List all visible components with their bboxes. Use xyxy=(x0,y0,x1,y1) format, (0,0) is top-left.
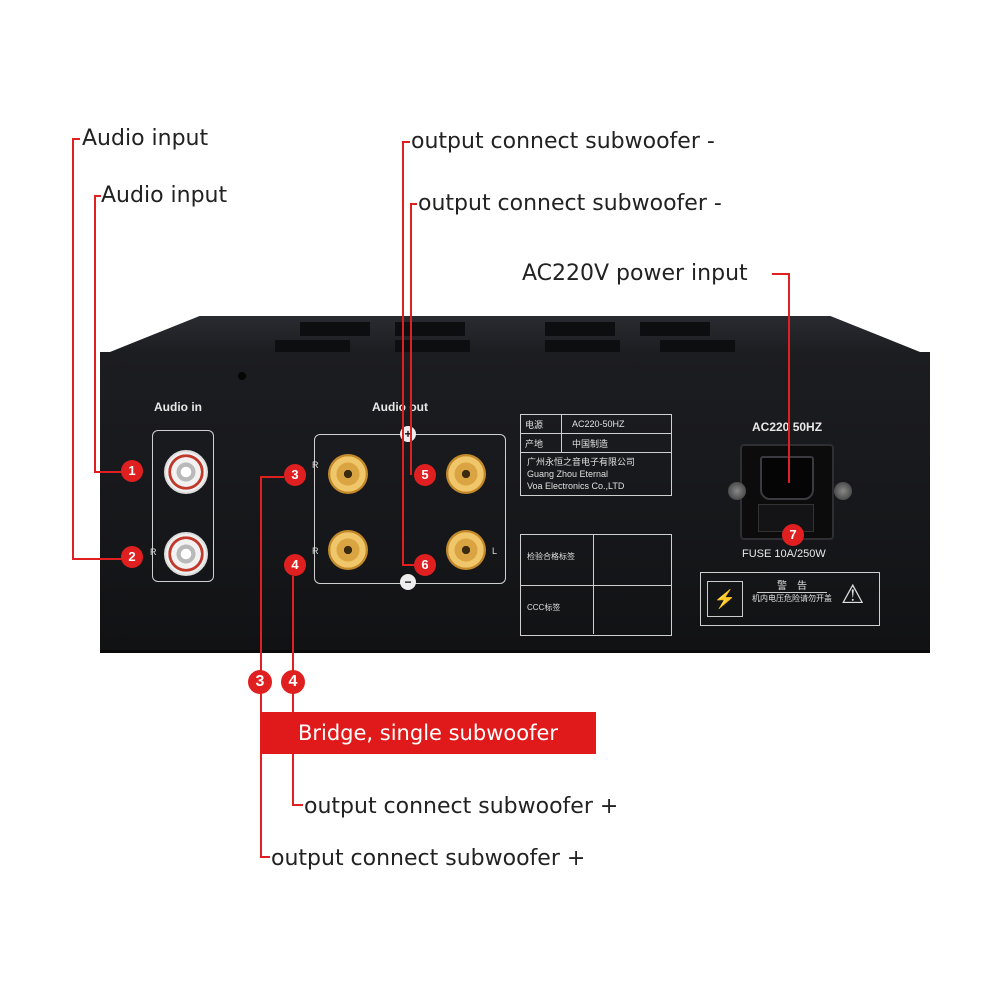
bridge-marker-3: 3 xyxy=(248,670,272,694)
audio-in-frame xyxy=(152,430,214,582)
speaker-terminal-6[interactable] xyxy=(446,530,486,570)
leader-line xyxy=(402,564,414,566)
audio-in-label: Audio in xyxy=(154,400,202,414)
leader-line xyxy=(410,203,417,205)
terminal-l-label: L xyxy=(492,546,498,556)
vent-slot xyxy=(275,340,350,354)
nameplate-maker-en-1: Guang Zhou Eternal xyxy=(527,469,609,479)
leader-line xyxy=(788,273,790,483)
warning-right-icon: ⚠ xyxy=(841,579,865,609)
qc-label: 检验合格标签 xyxy=(521,535,594,585)
vent-slot xyxy=(300,322,370,336)
fuse-label: FUSE 10A/250W xyxy=(742,548,826,560)
ac-label: AC220 50HZ xyxy=(752,420,823,434)
rca-r-label: R xyxy=(150,547,157,557)
leader-line xyxy=(410,203,412,475)
plus-symbol: + xyxy=(400,426,416,442)
callout-output-plus-2: output connect subwoofer + xyxy=(271,846,586,871)
badge-6: 6 xyxy=(414,554,436,576)
mount-screw-right xyxy=(834,482,852,500)
terminal-r-label: R xyxy=(312,460,319,470)
badge-7: 7 xyxy=(782,524,804,546)
badge-3: 3 xyxy=(284,464,306,486)
vent-slot xyxy=(545,340,620,354)
vent-slot xyxy=(545,322,615,336)
amplifier-rear-panel: Audio in Audio out R + − R R L 1 2 3 4 5… xyxy=(100,352,930,653)
leader-line xyxy=(292,804,303,806)
leader-line xyxy=(260,856,270,858)
speaker-terminal-3[interactable] xyxy=(328,454,368,494)
leader-line xyxy=(260,476,262,858)
nameplate-maker-en-2: Voa Electronics Co.,LTD xyxy=(527,481,625,491)
power-socket[interactable] xyxy=(760,456,814,500)
warning-title: 警 告 xyxy=(757,577,827,593)
leader-line xyxy=(260,476,284,478)
nameplate-origin-value: 中国制造 xyxy=(572,438,609,449)
nameplate-maker-cn: 广州永恒之音电子有限公司 xyxy=(527,457,636,467)
callout-output-minus-2: output connect subwoofer - xyxy=(418,191,722,216)
warning-text: 机内电压危险请勿开盖 xyxy=(752,594,832,603)
badge-5: 5 xyxy=(414,464,436,486)
speaker-terminal-5[interactable] xyxy=(446,454,486,494)
vent-slot xyxy=(395,322,465,336)
amplifier-top xyxy=(100,316,930,356)
warning-left-icon: ⚡ xyxy=(707,581,743,617)
callout-output-minus-1: output connect subwoofer - xyxy=(411,129,715,154)
nameplate-origin-key: 产地 xyxy=(521,434,562,452)
nameplate: 电源 AC220-50HZ 产地中国制造 广州永恒之音电子有限公司 Guang Z… xyxy=(520,414,672,496)
screw-hole xyxy=(238,372,246,380)
rca-jack-left-input[interactable] xyxy=(164,450,208,494)
leader-line xyxy=(402,141,410,143)
leader-line xyxy=(402,141,404,566)
minus-symbol: − xyxy=(400,574,416,590)
speaker-terminal-4[interactable] xyxy=(328,530,368,570)
callout-power-input: AC220V power input xyxy=(522,261,748,286)
mount-screw-left xyxy=(728,482,746,500)
warning-plate: ⚡ 警 告 机内电压危险请勿开盖 ⚠ xyxy=(700,572,880,626)
vent-slot xyxy=(660,340,735,354)
qc-label-plate: 检验合格标签 CCC标签 xyxy=(520,534,672,636)
rca-jack-right-input[interactable] xyxy=(164,532,208,576)
nameplate-power-key: 电源 xyxy=(521,415,562,433)
nameplate-power-value: AC220-50HZ xyxy=(572,419,625,429)
ccc-label: CCC标签 xyxy=(521,586,594,634)
badge-4: 4 xyxy=(284,554,306,576)
leader-line xyxy=(94,471,122,473)
audio-out-label: Audio out xyxy=(372,400,428,414)
badge-1: 1 xyxy=(121,460,143,482)
bridge-banner: Bridge, single subwoofer xyxy=(260,712,596,754)
callout-audio-input-1: Audio input xyxy=(82,126,209,151)
leader-line xyxy=(94,195,101,197)
leader-line xyxy=(94,195,96,473)
leader-line xyxy=(72,558,122,560)
callout-audio-input-2: Audio input xyxy=(101,183,228,208)
badge-2: 2 xyxy=(121,546,143,568)
leader-line xyxy=(72,138,80,140)
terminal-r-label: R xyxy=(312,546,319,556)
vent-slot xyxy=(395,340,470,354)
callout-output-plus-1: output connect subwoofer + xyxy=(304,794,619,819)
leader-line xyxy=(72,138,74,560)
bridge-marker-4: 4 xyxy=(281,670,305,694)
vent-slot xyxy=(640,322,710,336)
leader-line xyxy=(772,273,790,275)
